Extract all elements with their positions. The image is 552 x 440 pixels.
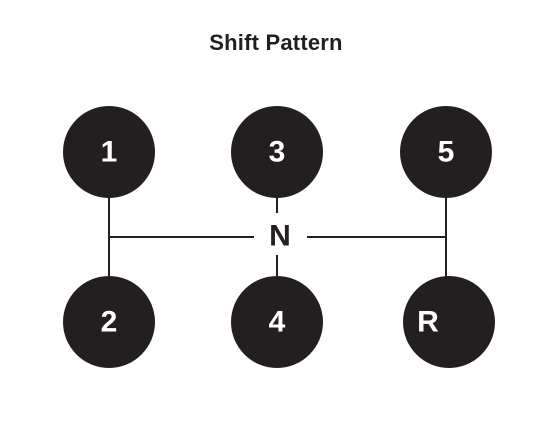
gear-5: 5 (400, 106, 492, 198)
gear-3: 3 (231, 106, 323, 198)
gear-4-label: 4 (269, 306, 286, 339)
gear-1-label: 1 (101, 136, 118, 169)
gear-5-knob (400, 106, 492, 198)
gear-2-label: 2 (101, 306, 118, 339)
gear-2: 2 (63, 276, 155, 368)
gear-3-knob (231, 106, 323, 198)
neutral-label: N (269, 220, 291, 253)
gear-4-knob (231, 276, 323, 368)
gear-3-label: 3 (269, 136, 286, 169)
gear-reverse-knob (403, 276, 495, 368)
gear-reverse: R (403, 276, 495, 368)
gear-reverse-label: R (417, 306, 439, 339)
diagram-title: Shift Pattern (209, 30, 343, 55)
gear-1-knob (63, 106, 155, 198)
gear-4: 4 (231, 276, 323, 368)
gear-2-knob (63, 276, 155, 368)
gear-1: 1 (63, 106, 155, 198)
gear-5-label: 5 (438, 136, 455, 169)
